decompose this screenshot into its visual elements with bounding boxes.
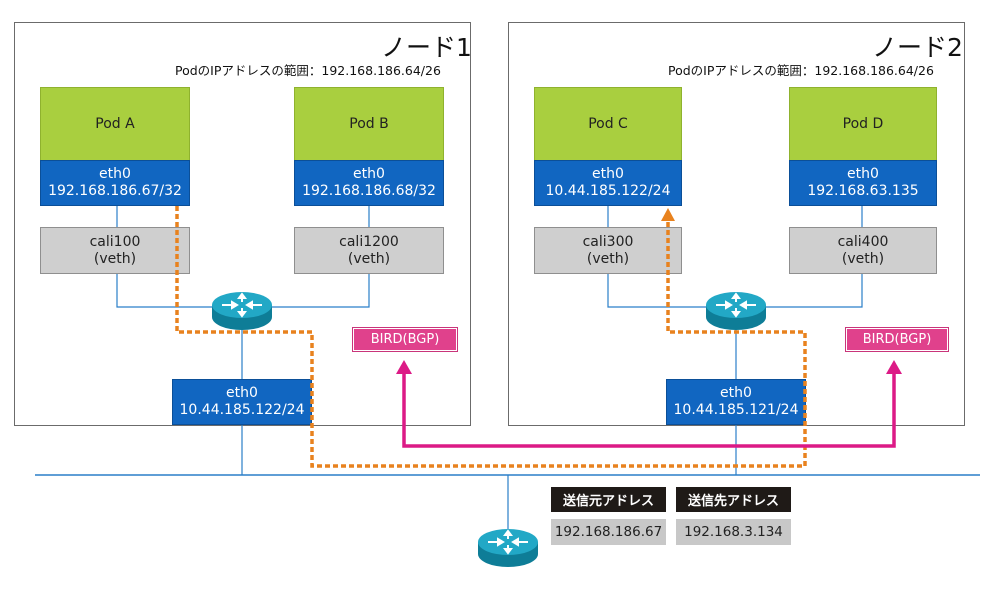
veth-cali400: cali400 (veth) [789, 227, 937, 274]
pod-a-eth0: eth0 192.168.186.67/32 [40, 160, 190, 206]
pod-a: Pod A [40, 87, 190, 161]
node2-host-eth-label: eth0 [720, 385, 752, 401]
node2-title: ノード2 [872, 33, 963, 62]
pod-d-eth-ip: 192.168.63.135 [807, 183, 919, 199]
pod-c-eth-ip: 10.44.185.122/24 [545, 183, 671, 199]
src-address-value: 192.168.186.67 [551, 519, 666, 545]
src-address-header: 送信元アドレス [551, 487, 666, 512]
node2-host-eth-ip: 10.44.185.121/24 [673, 402, 799, 418]
pod-c: Pod C [534, 87, 682, 161]
router-icon [211, 291, 273, 331]
veth-cali300-name: cali300 [582, 233, 634, 250]
packet-arrowhead [661, 208, 675, 221]
veth-cali1200: cali1200 (veth) [294, 227, 444, 274]
dst-address-value: 192.168.3.134 [676, 519, 791, 545]
veth-cali1200-type: (veth) [347, 250, 391, 267]
pod-b: Pod B [294, 87, 444, 161]
router-icon [705, 291, 767, 331]
node1-host-eth-ip: 10.44.185.122/24 [179, 402, 305, 418]
veth-cali1200-name: cali1200 [339, 233, 399, 250]
pod-d-eth-label: eth0 [847, 166, 879, 182]
pod-b-eth-ip: 192.168.186.68/32 [302, 183, 436, 199]
bgp-arrowhead-node1 [396, 360, 412, 374]
veth-cali100-name: cali100 [89, 233, 141, 250]
pod-a-eth-label: eth0 [99, 166, 131, 182]
router-icon [477, 528, 539, 568]
node1-title: ノード1 [381, 33, 472, 62]
dst-address-header: 送信先アドレス [676, 487, 791, 512]
node1-bird-bgp: BIRD(BGP) [352, 327, 458, 352]
pod-d-eth0: eth0 192.168.63.135 [789, 160, 937, 206]
pod-c-label: Pod C [588, 116, 628, 132]
pod-a-label: Pod A [95, 116, 135, 132]
pod-c-eth0: eth0 10.44.185.122/24 [534, 160, 682, 206]
node2-bird-bgp: BIRD(BGP) [845, 327, 949, 352]
pod-b-label: Pod B [349, 116, 389, 132]
veth-cali100: cali100 (veth) [40, 227, 190, 274]
veth-cali400-name: cali400 [837, 233, 889, 250]
veth-cali100-type: (veth) [93, 250, 137, 267]
veth-cali300: cali300 (veth) [534, 227, 682, 274]
pod-d-label: Pod D [842, 116, 884, 132]
bgp-peering-line [402, 372, 896, 448]
node1-host-eth0: eth0 10.44.185.122/24 [172, 379, 312, 425]
node1-host-eth-label: eth0 [226, 385, 258, 401]
node1-range: PodのIPアドレスの範囲：192.168.186.64/26 [175, 63, 441, 78]
pod-a-eth-ip: 192.168.186.67/32 [48, 183, 182, 199]
packet-path [175, 206, 807, 468]
pod-c-eth-label: eth0 [592, 166, 624, 182]
bgp-arrowhead-node2 [886, 360, 902, 374]
veth-cali300-type: (veth) [586, 250, 630, 267]
pod-b-eth-label: eth0 [353, 166, 385, 182]
node2-range: PodのIPアドレスの範囲：192.168.186.64/26 [668, 63, 934, 78]
veth-cali400-type: (veth) [841, 250, 885, 267]
pod-b-eth0: eth0 192.168.186.68/32 [294, 160, 444, 206]
